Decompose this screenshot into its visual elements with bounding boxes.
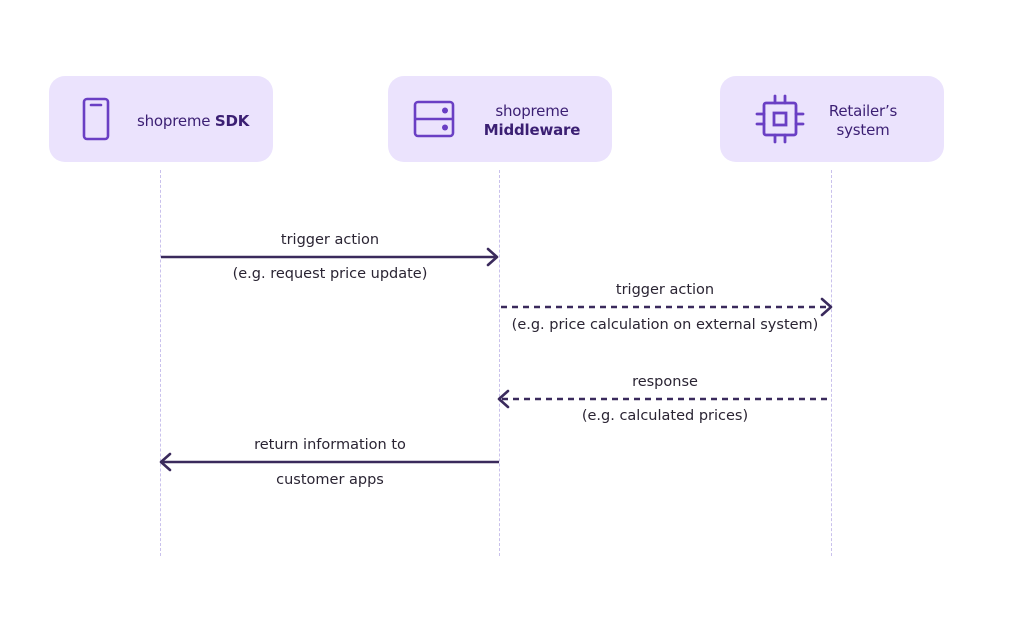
lifeline-middleware	[499, 170, 500, 556]
message-arrow-3	[497, 389, 831, 409]
message-arrow-4	[159, 452, 499, 472]
lifeline-retailer	[831, 170, 832, 556]
participant-middleware-label: shopreme Middleware	[483, 102, 581, 139]
message-3-label: response	[632, 374, 698, 390]
message-1-label: trigger action	[280, 232, 380, 248]
message-3-sublabel: (e.g. calculated prices)	[581, 408, 749, 424]
smartphone-icon	[81, 76, 111, 162]
message-1-sublabel: (e.g. request price update)	[232, 266, 428, 282]
participant-sdk-label: shopreme SDK	[137, 112, 250, 130]
server-icon	[412, 76, 456, 162]
cpu-chip-icon	[754, 76, 806, 162]
participant-middleware: shopreme Middleware	[388, 76, 612, 162]
message-2-label: trigger action	[615, 282, 715, 298]
message-arrow-2	[501, 297, 833, 317]
message-2-sublabel: (e.g. price calculation on external syst…	[511, 317, 819, 333]
participant-sdk: shopreme SDK	[49, 76, 273, 162]
participant-retailer-label: Retailer’s system	[828, 102, 898, 139]
message-arrow-1	[161, 247, 499, 267]
lifeline-sdk	[160, 170, 161, 556]
participant-retailer: Retailer’s system	[720, 76, 944, 162]
message-4-label: return information to	[254, 437, 406, 453]
message-4-sublabel: customer apps	[276, 472, 384, 488]
